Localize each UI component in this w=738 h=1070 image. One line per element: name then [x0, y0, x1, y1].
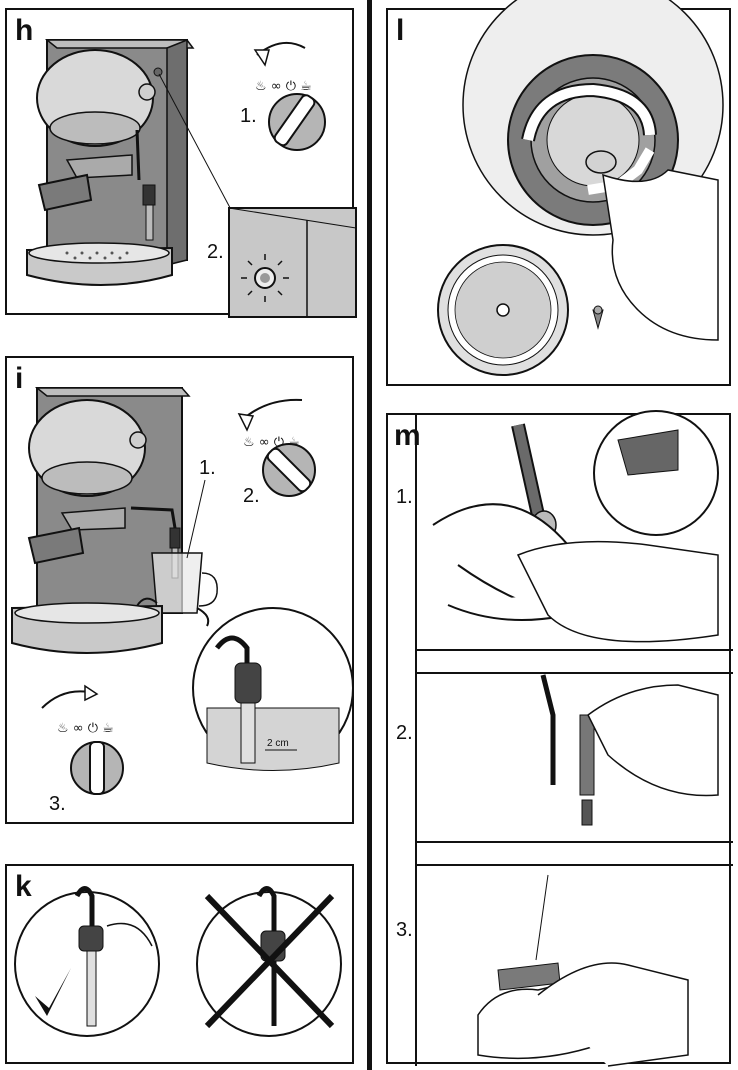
step-h-2: 2.	[207, 241, 224, 263]
step-m-3: 3.	[396, 919, 413, 941]
column-divider	[367, 0, 372, 1070]
panel-label-l: l	[396, 14, 405, 47]
panel-k: k	[5, 864, 354, 1064]
panel-l: l	[386, 0, 731, 386]
step-i-1: 1.	[199, 457, 216, 479]
nozzle-cleaning-illustration	[415, 410, 733, 1067]
step-h-1: 1.	[240, 105, 257, 127]
measure-label: 2 cm	[267, 738, 289, 749]
panel-m: m 1. 2. 3.	[386, 410, 733, 1067]
panel-label-i: i	[15, 362, 24, 395]
panel-h: h	[5, 8, 357, 318]
step-m-1: 1.	[396, 486, 413, 508]
shower-screen-illustration	[437, 0, 724, 376]
step-i-2: 2.	[243, 485, 260, 507]
panel-i: i ♨ ∞ ⏻ ☕ ♨ ∞ ⏻ ☕	[5, 356, 354, 824]
step-m-2: 2.	[396, 722, 413, 744]
panel-label-k: k	[15, 870, 32, 903]
nozzle-comparison-illustration	[14, 886, 342, 1037]
step-i-3: 3.	[49, 793, 66, 815]
svg-text:♨ ∞ ⏻ ☕: ♨ ∞ ⏻ ☕	[255, 79, 312, 94]
panel-label-h: h	[15, 14, 34, 47]
espresso-machine-illustration: ♨ ∞ ⏻ ☕	[26, 38, 357, 318]
svg-text:♨ ∞ ⏻ ☕: ♨ ∞ ⏻ ☕	[57, 721, 114, 736]
espresso-steam-illustration: ♨ ∞ ⏻ ☕ ♨ ∞ ⏻ ☕	[11, 387, 354, 795]
